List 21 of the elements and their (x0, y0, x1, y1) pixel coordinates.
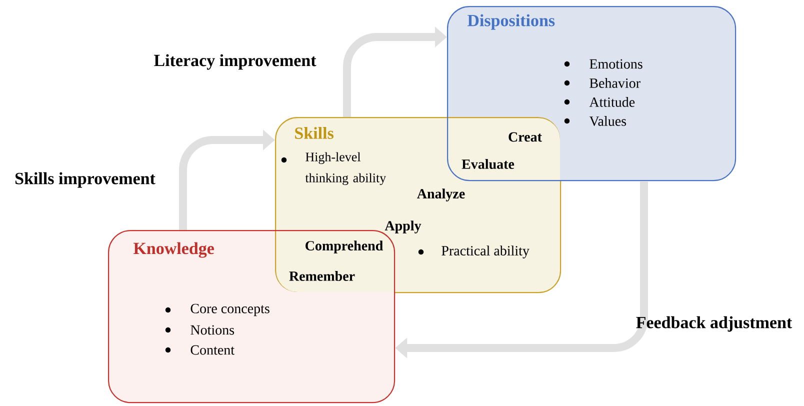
level-label: Analyze (417, 188, 465, 202)
edge-label: Skills improvement (15, 172, 156, 188)
level-label: Comprehend (306, 240, 383, 254)
bullet-text: Values (589, 116, 626, 126)
box-heading: Knowledge (134, 242, 214, 258)
level-label: Creat (508, 132, 542, 142)
bullet-text: Behavior (590, 78, 640, 88)
bullet-text: Content (190, 345, 234, 355)
bullet-text: Practical ability (442, 246, 530, 258)
bullet-text: Core concepts (190, 304, 270, 316)
bullet-text: High-level thinking ability (305, 152, 386, 186)
level-label: Apply (384, 220, 422, 234)
level-label: Remember (289, 271, 355, 281)
box-heading: Skills (295, 127, 334, 139)
box-heading: Dispositions (468, 14, 555, 30)
level-label: Evaluate (462, 159, 514, 169)
bullet-text: Notions (190, 325, 234, 335)
bullet-text: Attitude (589, 97, 635, 107)
edge-label: Literacy improvement (154, 54, 316, 70)
bullet-text: Emotions (590, 59, 642, 69)
edge-label: Feedback adjustment (636, 316, 792, 332)
